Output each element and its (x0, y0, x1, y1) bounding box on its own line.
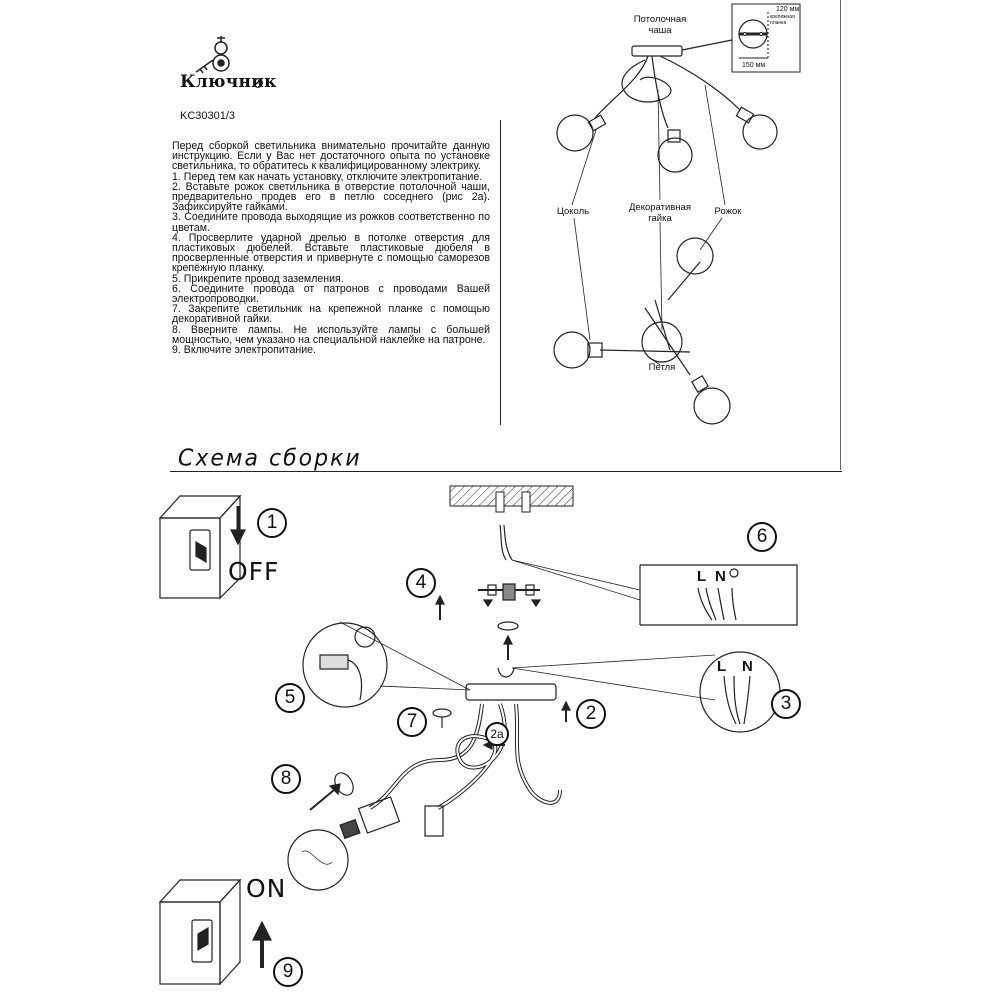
switch-on-icon (158, 878, 272, 986)
instruction-step-8: 8. Вверните лампы. Не используйте лампы … (172, 323, 490, 346)
ceiling (449, 485, 574, 513)
scheme-title: Схема сборки (178, 445, 362, 472)
label-deco-nut: Декоративная гайка (628, 202, 691, 224)
step-9-badge: 9 (273, 957, 303, 987)
instruction-step-1: 1. Перед тем как начать установку, отклю… (172, 170, 483, 183)
scheme-underline (170, 471, 842, 472)
step-2-badge: 2 (576, 699, 606, 729)
right-border (840, 0, 841, 470)
label-mount-plate: крепежная планка (770, 14, 795, 26)
instruction-step-6: 6. Соедините провода от патронов с прово… (172, 282, 490, 306)
model-number: KC30301/3 (180, 110, 236, 122)
step-1-badge: 1 (257, 508, 287, 538)
label-ceiling-cup: Потолочная чаша (633, 14, 687, 36)
step-5-badge: 5 (275, 683, 305, 713)
instruction-step-9: 9. Включите электропитание. (172, 344, 317, 357)
column-divider (500, 120, 501, 425)
wire-label-l-3: L (717, 658, 727, 675)
instruction-intro: Перед сборкой светильника внимательно пр… (172, 140, 490, 173)
label-loop: Петля (648, 362, 676, 373)
label-dim-150: 150 мм (742, 62, 766, 69)
step-8-badge: 8 (271, 764, 301, 794)
wire-label-n-6: N (715, 568, 726, 585)
instruction-step-5: 5. Прикрепите провод заземления. (172, 272, 344, 285)
instruction-step-4: 4. Просверлите ударной дрелью в потолке … (172, 231, 490, 275)
on-label: ON (246, 874, 287, 903)
instructions-text: Перед сборкой светильника внимательно пр… (172, 140, 490, 357)
chandelier-top-view (553, 39, 778, 425)
switch-off-icon (158, 494, 246, 600)
step-2a-badge: 2a (485, 722, 509, 746)
brand-name: Ключник (180, 72, 277, 92)
logo-key-icon (195, 36, 230, 74)
trademark-badge: TM (253, 78, 263, 88)
label-arm: Рожок (714, 206, 742, 217)
grounding-detail (302, 622, 388, 708)
instruction-step-3: 3. Соедините провода выходящие из рожков… (172, 211, 490, 234)
instruction-step-7: 7. Закрепите светильник на крепежной пла… (172, 303, 490, 326)
label-dim-120: 120 мм (776, 6, 800, 13)
label-socket: Цоколь (556, 206, 590, 217)
step-6-badge: 6 (747, 522, 777, 552)
wire-ln-detail (699, 651, 781, 733)
off-label: OFF (228, 557, 280, 586)
mount-plate-detail (731, 3, 801, 73)
instruction-step-2: 2. Вставьте рожок светильника в отверсти… (172, 180, 490, 214)
mounting-assembly (287, 524, 716, 891)
step-7-badge: 7 (397, 707, 427, 737)
step-4-badge: 4 (406, 568, 436, 598)
step-3-badge: 3 (771, 689, 801, 719)
wire-label-n-3: N (742, 658, 753, 675)
wire-label-l-6: L (697, 568, 707, 585)
wire-detail-panel (639, 564, 798, 626)
